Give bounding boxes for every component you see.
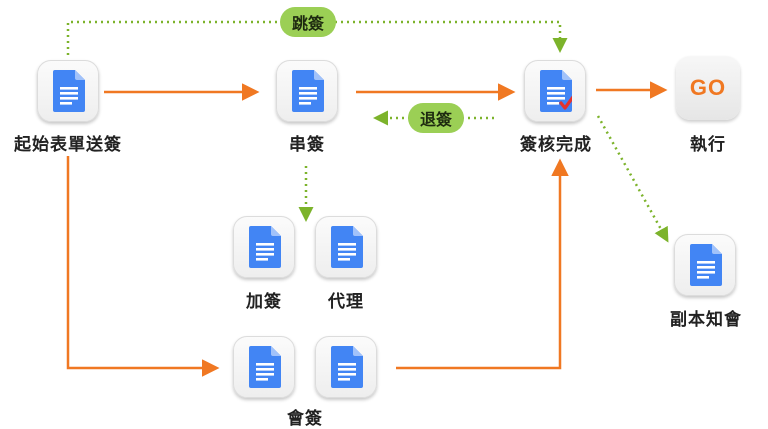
arrow-joint-to-complete <box>396 158 569 370</box>
skip-sign-badge: 跳簽 <box>280 7 336 37</box>
add-sign-document <box>233 216 295 278</box>
serial-sign-label: 串簽 <box>289 135 325 154</box>
document-icon <box>53 70 85 112</box>
execute-label: 執行 <box>690 135 726 154</box>
document-icon <box>331 346 363 388</box>
go-text: GO <box>689 75 727 100</box>
serial-sign-document <box>276 60 338 122</box>
document-icon <box>690 244 722 286</box>
document-icon <box>292 70 324 112</box>
document-icon <box>331 226 363 268</box>
return-sign-badge: 退簽 <box>408 103 464 133</box>
carbon-copy-document <box>674 234 736 296</box>
arrow-start-to-joint <box>66 156 220 377</box>
proxy-label: 代理 <box>328 292 364 311</box>
document-icon <box>249 346 281 388</box>
joint-sign-label: 會簽 <box>287 409 323 428</box>
document-icon <box>540 70 572 112</box>
start-form-document <box>37 60 99 122</box>
proxy-document <box>315 216 377 278</box>
dotted-complete-to-cc <box>596 115 669 243</box>
joint-sign-document-1 <box>233 336 295 398</box>
add-sign-label: 加簽 <box>246 292 282 311</box>
checkmark-icon <box>559 95 572 110</box>
document-icon <box>249 226 281 268</box>
joint-sign-document-2 <box>315 336 377 398</box>
start-form-label: 起始表單送簽 <box>14 135 122 154</box>
carbon-copy-label: 副本知會 <box>670 310 742 329</box>
go-icon: GO <box>676 56 740 120</box>
sign-complete-document <box>524 60 586 122</box>
sign-complete-label: 簽核完成 <box>520 135 592 154</box>
